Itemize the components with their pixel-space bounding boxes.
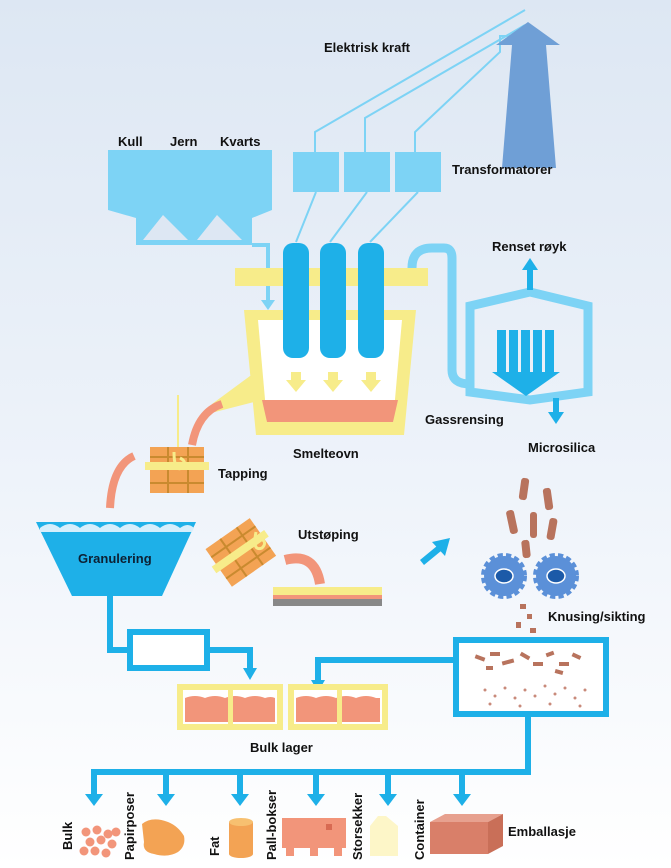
raw-material-hoppers (108, 150, 272, 245)
big-bag-icon (370, 816, 398, 856)
bulk-storage-bins (177, 684, 388, 730)
pkg-bulk-label: Bulk (60, 821, 75, 850)
iron-label: Jern (170, 134, 198, 149)
coal-label: Kull (118, 134, 143, 149)
bulk-storage-label: Bulk lager (250, 740, 313, 755)
bulk-in-arrow-1 (243, 668, 257, 680)
gas-cleaning-label: Gassrensing (425, 412, 504, 427)
gas-filter (465, 287, 593, 405)
pkg-container-label: Container (412, 799, 427, 860)
to-crusher-arrow (420, 538, 450, 565)
electrode-cables (295, 191, 419, 243)
distribution-arrows (85, 794, 471, 806)
crushing-label: Knusing/sikting (548, 609, 646, 624)
granulation-tank (36, 522, 196, 596)
drum-icon (229, 818, 253, 858)
tap-stream (188, 400, 224, 446)
casting-hook (253, 531, 267, 551)
power-lines (314, 9, 532, 152)
furnace-label: Smelteovn (293, 446, 359, 461)
granulation-pour-stream (106, 452, 136, 509)
paper-bag-icon (142, 819, 185, 856)
tapping-label: Tapping (218, 466, 268, 481)
feed-arrow (261, 300, 275, 310)
conveyor-box (127, 629, 210, 671)
quartz-label: Kvarts (220, 134, 260, 149)
transformers (293, 152, 441, 192)
screening-return-pipe (315, 657, 456, 682)
container-icon (430, 814, 503, 854)
distribution-manifold (91, 714, 531, 795)
microsilica-label: Microsilica (528, 440, 596, 455)
power-pylon (496, 22, 560, 168)
screened-lumps (474, 650, 582, 675)
gas-pipe (407, 243, 471, 389)
casting-label: Utstøping (298, 527, 359, 542)
crusher-gear-right (533, 553, 579, 599)
casting-ladle (205, 518, 277, 587)
casting-pour-stream (283, 553, 325, 586)
pkg-paper-bags-label: Papirposer (122, 792, 137, 860)
tapping-ladle (145, 395, 209, 493)
granulation-pipes (107, 596, 253, 672)
cast-lumps (506, 477, 558, 559)
electric-power-label: Elektrisk kraft (324, 40, 411, 55)
cleaned-smoke-label: Renset røyk (492, 239, 567, 254)
screening-box (453, 637, 609, 717)
bulk-pellets (79, 825, 121, 858)
pkg-pallet-boxes-label: Pall-bokser (264, 790, 279, 860)
transformers-label: Transformatorer (452, 162, 552, 177)
pallet-box-icon (282, 818, 346, 856)
casting-bed (273, 587, 382, 606)
pkg-drum-label: Fat (207, 836, 222, 856)
smoke-exhaust-arrow (522, 258, 538, 290)
pkg-big-bags-label: Storsekker (350, 793, 365, 860)
crusher-gear-left (481, 553, 527, 599)
electrodes (283, 243, 384, 358)
pkg-packaging-label: Emballasje (508, 824, 576, 839)
tap-spout (212, 376, 262, 412)
heat-arrows (286, 372, 381, 392)
granulation-label: Granulering (78, 551, 152, 566)
screened-fines (483, 684, 587, 708)
microsilica-arrow (548, 398, 564, 424)
